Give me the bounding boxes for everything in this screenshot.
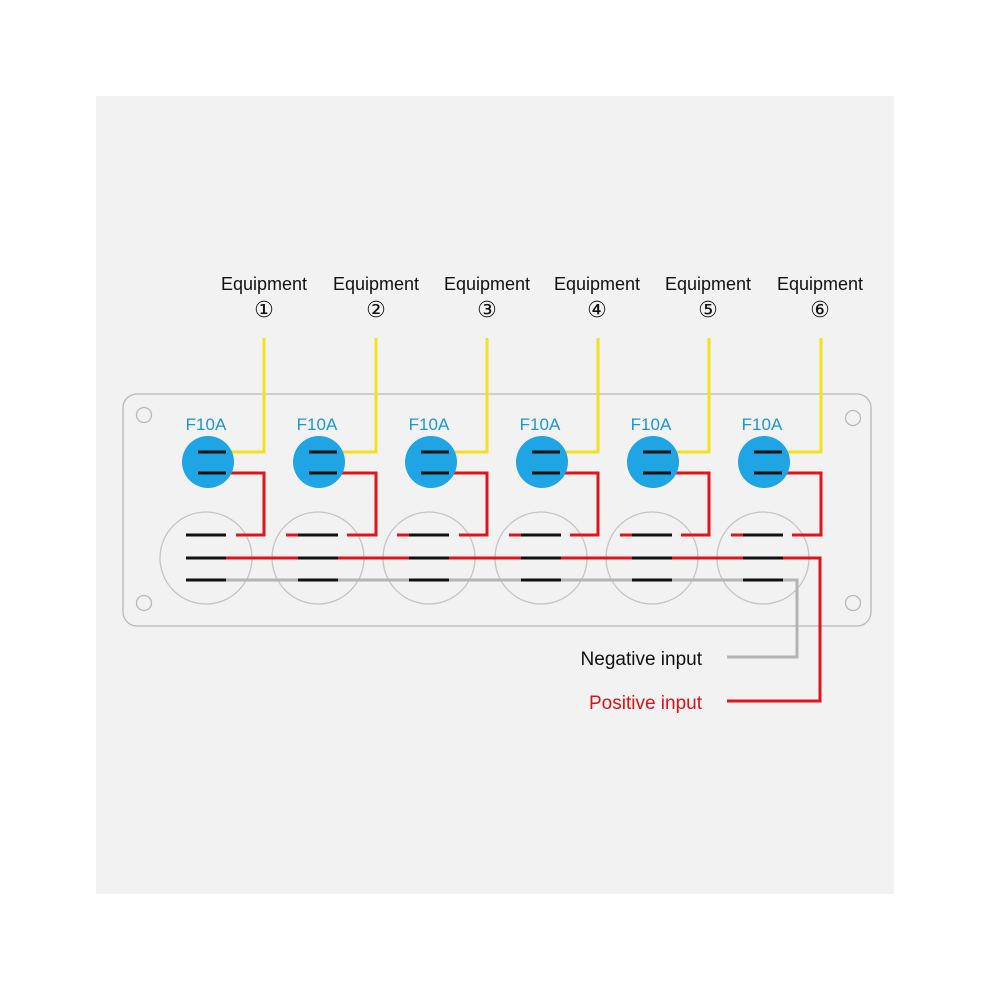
fuse-holder-5: [627, 436, 679, 488]
diagram-background: [96, 96, 894, 894]
mounting-hole-bottom-right: [844, 594, 862, 612]
negative-input-label: Negative input: [581, 649, 703, 670]
mounting-hole-top-left: [135, 406, 153, 424]
fuse-holder-2: [293, 436, 345, 488]
equipment-wire-1: [226, 338, 266, 454]
equipment-wire-5: [671, 338, 711, 454]
equipment-label-4: Equipment: [554, 274, 640, 294]
equipment-label-6: Equipment: [777, 274, 863, 294]
fuse-jumper-wire-2: [337, 471, 378, 537]
equipment-number-1: ①: [254, 298, 274, 323]
fuse-rating-label-3: F10A: [409, 415, 450, 434]
fuse-holder-1: [182, 436, 234, 488]
fuse-rating-label-2: F10A: [297, 415, 338, 434]
equipment-label-3: Equipment: [444, 274, 530, 294]
fuse-rating-label-1: F10A: [186, 415, 227, 434]
fuse-rating-label-4: F10A: [520, 415, 561, 434]
fuse-jumper-wire-5: [671, 471, 711, 537]
fuse-jumper-wire-6: [782, 471, 823, 537]
fuse-holder-3: [405, 436, 457, 488]
fuse-holder-6: [738, 436, 790, 488]
equipment-wire-2: [337, 338, 378, 454]
fuse-jumper-wire-4: [560, 471, 600, 537]
equipment-number-2: ②: [366, 298, 386, 323]
mounting-hole-top-right: [844, 409, 862, 427]
fuse-holder-4: [516, 436, 568, 488]
equipment-label-1: Equipment: [221, 274, 307, 294]
switch-panel-outline: [122, 393, 872, 627]
equipment-wire-3: [449, 338, 489, 454]
equipment-number-6: ⑥: [810, 298, 830, 323]
equipment-label-2: Equipment: [333, 274, 419, 294]
fuse-rating-label-6: F10A: [742, 415, 783, 434]
equipment-number-3: ③: [477, 298, 497, 323]
fuse-jumper-wire-1: [226, 471, 266, 537]
equipment-number-5: ⑤: [698, 298, 718, 323]
fuse-jumper-wire-3: [448, 471, 489, 537]
equipment-wire-4: [560, 338, 600, 454]
equipment-label-5: Equipment: [665, 274, 751, 294]
fuse-rating-label-5: F10A: [631, 415, 672, 434]
negative-input-wire: [226, 578, 799, 659]
equipment-number-4: ④: [587, 298, 607, 323]
equipment-wire-6: [782, 338, 823, 454]
mounting-hole-bottom-left: [135, 594, 153, 612]
positive-input-label: Positive input: [589, 693, 703, 714]
